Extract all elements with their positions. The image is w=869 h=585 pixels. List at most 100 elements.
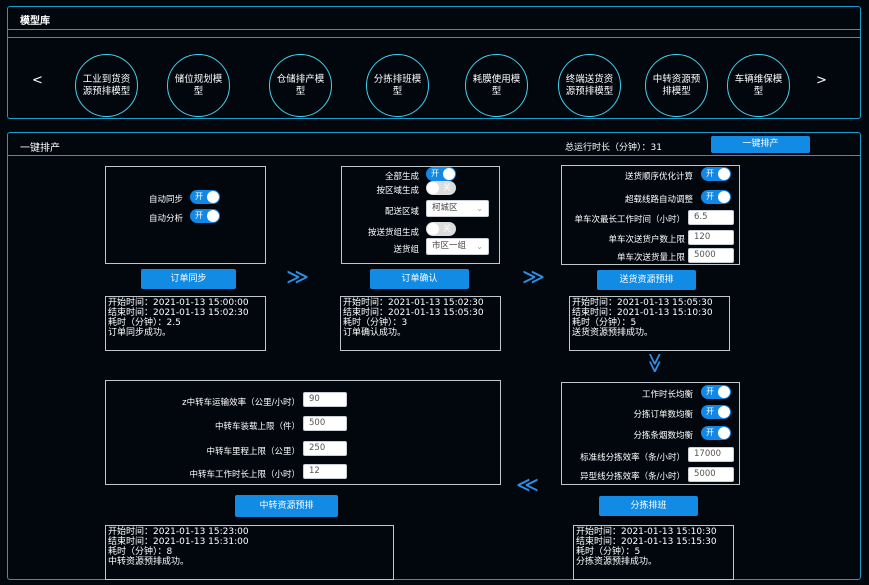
model-item-transfer-resource[interactable]: 中转资源预排模型 xyxy=(645,54,708,117)
overload-label: 超载线路自动调整 xyxy=(624,195,693,205)
model-item-sorting-shift[interactable]: 分拣排班模型 xyxy=(366,54,429,117)
max-hours-input[interactable]: 6.5 xyxy=(688,210,734,225)
auto-analyze-label: 自动分析 xyxy=(148,214,183,224)
chevron-down-icon: ⌄ xyxy=(476,204,483,213)
toggle-text: 关 xyxy=(443,183,451,192)
log-end: 结束时间：2021-01-13 15:10:30 xyxy=(572,308,713,318)
auto-sync-toggle[interactable]: 开 xyxy=(190,190,220,204)
divider xyxy=(8,37,860,38)
oneclick-panel: 一键排产 xyxy=(7,132,861,580)
model-item-vehicle-maintenance[interactable]: 车辆维保模型 xyxy=(727,54,790,117)
oneclick-schedule-button[interactable]: 一键排产 xyxy=(711,136,810,153)
model-item-warehouse-scheduling[interactable]: 仓储排产模型 xyxy=(269,54,332,117)
overload-toggle[interactable]: 开 xyxy=(701,190,731,204)
transfer-hours-label: 中转车工作时长上限（小时） xyxy=(189,470,300,480)
log-duration: 耗时（分钟）：5 xyxy=(572,318,637,328)
order-balance-toggle[interactable]: 开 xyxy=(701,405,731,419)
transfer-load-label: 中转车装载上限（件） xyxy=(214,422,300,432)
item-balance-toggle[interactable]: 开 xyxy=(701,426,731,440)
log-status: 中转资源预排成功。 xyxy=(108,557,190,567)
model-item-terminal-delivery[interactable]: 终端送货资源预排模型 xyxy=(558,54,621,117)
std-eff-input[interactable]: 17000 xyxy=(688,447,734,462)
work-balance-toggle[interactable]: 开 xyxy=(701,385,731,399)
log-duration: 耗时（分钟）：2.5 xyxy=(108,318,181,328)
model-library-panel: 模型库 < 工业到货资源预排模型 储位规划模型 仓储排产模型 分拣排班模型 耗膜… xyxy=(7,6,861,119)
model-item-industrial-arrival[interactable]: 工业到货资源预排模型 xyxy=(75,54,138,117)
log-start: 开始时间：2021-01-13 15:05:30 xyxy=(572,298,713,308)
next-arrow-icon[interactable]: > xyxy=(816,73,827,88)
group-label: 送货组 xyxy=(393,245,419,255)
sorting-log: 开始时间：2021-01-13 15:10:30 结束时间：2021-01-13… xyxy=(573,525,734,580)
seq-opt-label: 送货顺序优化计算 xyxy=(624,172,693,182)
transfer-resource-button[interactable]: 中转资源预排 xyxy=(235,495,338,517)
log-end: 结束时间：2021-01-13 15:31:00 xyxy=(108,537,249,547)
model-item-storage-planning[interactable]: 储位规划模型 xyxy=(167,54,230,117)
transfer-load-input[interactable]: 500 xyxy=(303,416,347,431)
sorting-settings xyxy=(561,382,740,485)
std-eff-label: 标准线分拣效率（条/小时） xyxy=(580,453,685,463)
group-select[interactable]: 市区一组 ⌄ xyxy=(426,238,489,255)
max-clients-label: 单车次送货户数上限 xyxy=(608,235,685,245)
order-sync-button[interactable]: 订单同步 xyxy=(141,269,236,289)
transfer-mileage-label: 中转车里程上限（公里） xyxy=(206,447,300,457)
log-end: 结束时间：2021-01-13 15:02:30 xyxy=(108,308,249,318)
log-duration: 耗时（分钟）：3 xyxy=(343,318,408,328)
log-start: 开始时间：2021-01-13 15:02:30 xyxy=(343,298,484,308)
log-duration: 耗时（分钟）：5 xyxy=(576,547,641,557)
seq-opt-toggle[interactable]: 开 xyxy=(701,167,731,181)
transfer-eff-label: z中转车运输效率（公里/小时） xyxy=(182,398,300,408)
irr-eff-input[interactable]: 5000 xyxy=(688,467,734,482)
log-start: 开始时间：2021-01-13 15:23:00 xyxy=(108,527,249,537)
toggle-text: 关 xyxy=(443,224,451,233)
order-sync-settings xyxy=(105,166,266,264)
model-library-header: 模型库 xyxy=(8,7,860,30)
by-region-label: 按区域生成 xyxy=(376,186,419,196)
sorting-shift-button[interactable]: 分拣排班 xyxy=(599,496,698,516)
max-volume-input[interactable]: 5000 xyxy=(688,248,734,263)
order-balance-label: 分拣订单数均衡 xyxy=(633,410,693,420)
total-runtime: 总运行时长（分钟）：31 xyxy=(565,143,662,153)
transfer-settings xyxy=(105,380,501,485)
auto-analyze-toggle[interactable]: 开 xyxy=(190,209,220,223)
group-select-value: 市区一组 xyxy=(432,241,467,251)
oneclick-title: 一键排产 xyxy=(20,143,60,154)
all-generate-label: 全部生成 xyxy=(384,172,419,182)
region-select-value: 柯城区 xyxy=(432,203,458,213)
delivery-settings xyxy=(561,165,740,265)
max-clients-input[interactable]: 120 xyxy=(688,230,734,245)
by-group-label: 按送货组生成 xyxy=(367,228,419,238)
model-item-film-usage[interactable]: 耗膜使用模型 xyxy=(465,54,528,117)
toggle-text: 开 xyxy=(195,211,203,220)
delivery-resource-button[interactable]: 送货资源预排 xyxy=(597,270,696,290)
transfer-mileage-input[interactable]: 250 xyxy=(303,441,347,456)
log-start: 开始时间：2021-01-13 15:00:00 xyxy=(108,298,249,308)
by-region-toggle[interactable]: 关 xyxy=(426,181,456,195)
all-generate-toggle[interactable]: 开 xyxy=(426,167,456,181)
toggle-text: 开 xyxy=(706,428,714,437)
toggle-text: 开 xyxy=(431,169,439,178)
double-chevron-right-icon: ≫ xyxy=(522,265,546,290)
max-hours-label: 单车次最长工作时间（小时） xyxy=(574,215,685,225)
log-status: 送货资源预排成功。 xyxy=(572,328,654,338)
order-confirm-log: 开始时间：2021-01-13 15:02:30 结束时间：2021-01-13… xyxy=(340,296,501,351)
log-status: 分拣资源预排成功。 xyxy=(576,557,658,567)
item-balance-label: 分拣条烟数均衡 xyxy=(633,431,693,441)
order-confirm-button[interactable]: 订单确认 xyxy=(370,269,469,289)
transfer-log: 开始时间：2021-01-13 15:23:00 结束时间：2021-01-13… xyxy=(105,525,394,580)
log-duration: 耗时（分钟）：8 xyxy=(108,547,173,557)
toggle-text: 开 xyxy=(706,169,714,178)
work-balance-label: 工作时长均衡 xyxy=(641,390,693,400)
transfer-eff-input[interactable]: 90 xyxy=(303,392,347,407)
toggle-text: 开 xyxy=(195,192,203,201)
region-select[interactable]: 柯城区 ⌄ xyxy=(426,200,489,217)
by-group-toggle[interactable]: 关 xyxy=(426,222,456,236)
prev-arrow-icon[interactable]: < xyxy=(32,73,43,88)
irr-eff-label: 异型线分拣效率（条/小时） xyxy=(580,472,685,482)
auto-sync-label: 自动同步 xyxy=(148,195,183,205)
transfer-hours-input[interactable]: 12 xyxy=(303,464,347,479)
toggle-text: 开 xyxy=(706,387,714,396)
max-volume-label: 单车次送货量上限 xyxy=(616,253,685,263)
toggle-text: 开 xyxy=(706,407,714,416)
order-sync-log: 开始时间：2021-01-13 15:00:00 结束时间：2021-01-13… xyxy=(105,296,266,351)
log-status: 订单同步成功。 xyxy=(108,328,172,338)
